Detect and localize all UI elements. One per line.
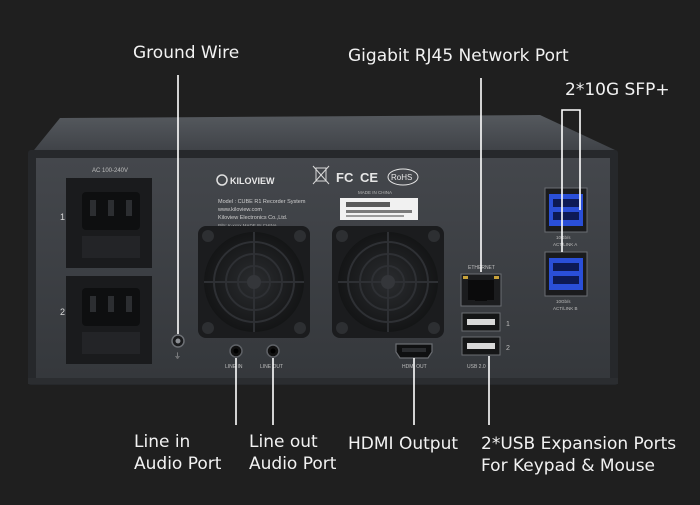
fan-right (332, 226, 444, 338)
line-out-jack (266, 344, 280, 358)
brand-logo: KILOVIEW (216, 174, 275, 186)
model-line-2: www.kiloview.com (217, 207, 262, 213)
callout-line-in-2: Audio Port (134, 454, 222, 474)
fc-mark: FC (336, 170, 354, 185)
callout-line-in-1: Line in (134, 432, 191, 452)
callout-rj45: Gigabit RJ45 Network Port (348, 46, 569, 66)
hdmi-port (395, 343, 433, 359)
svg-text:KILOVIEW: KILOVIEW (230, 176, 275, 186)
callout-line-out: Line out Audio Port (249, 431, 336, 475)
callout-usb-2: For Keypad & Mouse (481, 456, 656, 476)
usb-port-1 (461, 312, 501, 332)
model-line-3: Kiloview Electronics Co.,Ltd. (218, 215, 288, 221)
svg-text:RoHS: RoHS (391, 173, 412, 182)
model-line-1: Model : CUBE R1 Recorder System (218, 199, 306, 205)
leader-sfp (561, 109, 581, 252)
callout-usb-1: 2*USB Expansion Ports (481, 434, 677, 454)
sfp-b-link: ACT/LINK B (553, 306, 578, 311)
made-in-label: MADE IN CHINA (358, 190, 392, 195)
usb-port-2 (461, 336, 501, 356)
leader-lines (177, 75, 581, 425)
rj45-port (460, 273, 502, 307)
sfp-cage-a (544, 187, 588, 233)
callout-usb: 2*USB Expansion Ports For Keypad & Mouse (481, 433, 676, 477)
sfp-b-speed: 10Gb/s (556, 299, 571, 304)
callout-line-in: Line in Audio Port (134, 431, 221, 475)
power-inlet-1 (66, 178, 152, 268)
serial-sticker (340, 198, 418, 220)
sfp-cage-b (544, 251, 588, 297)
weee-icon (312, 165, 330, 185)
slot-2-label: 2 (60, 307, 65, 317)
svg-text:⏚: ⏚ (174, 352, 181, 360)
sfp-a-link: ACT/LINK A (553, 242, 577, 247)
callout-ground-wire: Ground Wire (133, 43, 240, 63)
callout-sfp: 2*10G SFP+ (565, 80, 670, 100)
usb-1-label: 1 (506, 321, 510, 328)
chassis-top (30, 115, 615, 155)
callout-hdmi: HDMI Output (348, 434, 459, 454)
callout-line-out-1: Line out (249, 432, 318, 452)
power-label: AC 100-240V (92, 168, 128, 174)
usb-2-label: 2 (506, 345, 510, 352)
line-out-label: LINE OUT (260, 364, 283, 370)
line-in-jack (229, 344, 243, 358)
line-in-label: LINE IN (225, 364, 243, 370)
sfp-a-speed: 10Gb/s (556, 235, 571, 240)
model-line-4: P/N: K-xxxx MADE IN CHINA (218, 223, 277, 228)
callout-line-out-2: Audio Port (249, 454, 337, 474)
ground-screw: ⏚ (171, 334, 185, 360)
ce-mark: CE (360, 170, 378, 185)
power-inlet-2 (66, 276, 152, 364)
rohs-mark: RoHS (387, 168, 419, 186)
slot-1-label: 1 (60, 212, 65, 222)
fan-left (198, 226, 310, 338)
usb-label: USB 2.0 (467, 364, 486, 370)
